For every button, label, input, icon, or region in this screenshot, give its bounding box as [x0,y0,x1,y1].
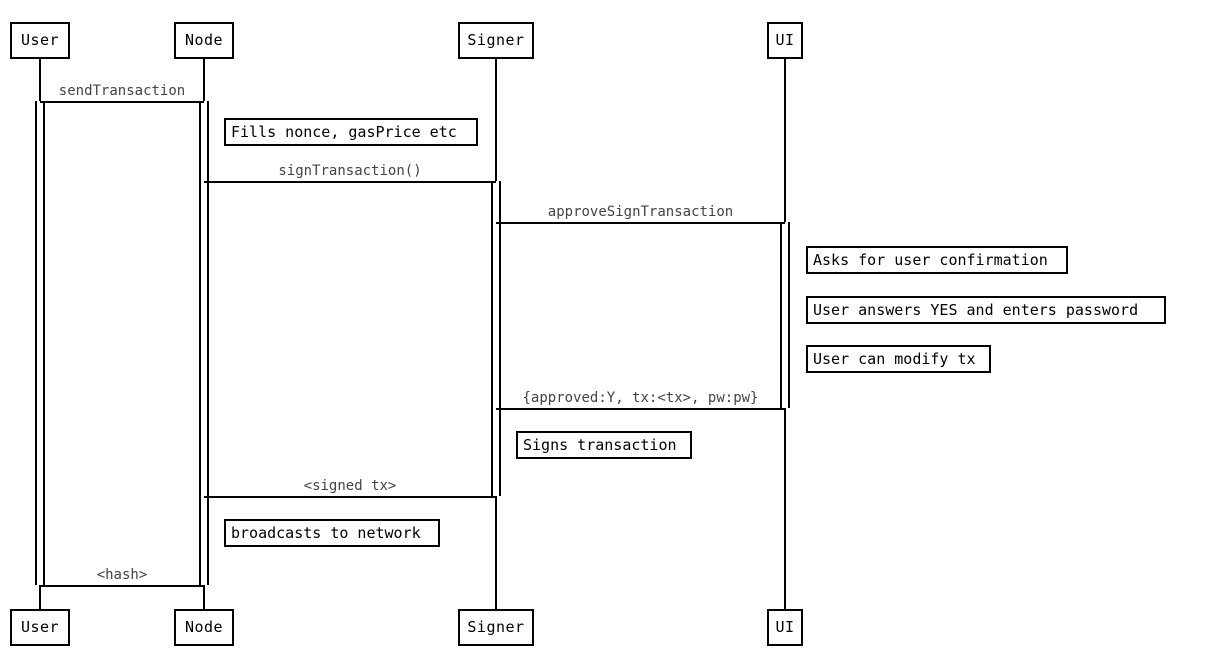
note-broadcasts-to-network: broadcasts to network [224,519,440,547]
activation-bar-node [199,101,209,585]
message-line-approval-result [496,408,785,410]
participant-head-ui[interactable]: UI [767,22,803,59]
message-label-hash: <hash> [96,567,148,583]
note-asks-user-confirmation: Asks for user confirmation [806,246,1068,274]
message-line-hash [40,585,204,587]
note-user-answers-yes: User answers YES and enters password [806,296,1166,324]
participant-head-user[interactable]: User [10,22,70,59]
message-label-signed-tx: <signed tx> [303,478,397,494]
participant-head-signer[interactable]: Signer [458,22,534,59]
participant-foot-signer[interactable]: Signer [458,609,534,646]
message-line-approve-sign-transaction [496,222,785,224]
message-label-send-transaction: sendTransaction [58,83,186,99]
activation-bar-ui [780,222,790,408]
activation-bar-user [35,101,45,585]
message-line-send-transaction [40,101,204,103]
message-line-sign-transaction [204,181,496,183]
participant-foot-user[interactable]: User [10,609,70,646]
message-label-approval-result: {approved:Y, tx:<tx>, pw:pw} [522,390,759,406]
note-fills-nonce-gasprice: Fills nonce, gasPrice etc [224,118,478,146]
participant-head-node[interactable]: Node [174,22,234,59]
note-signs-transaction: Signs transaction [516,431,692,459]
message-label-approve-sign-transaction: approveSignTransaction [547,204,734,220]
participant-foot-ui[interactable]: UI [767,609,803,646]
participant-foot-node[interactable]: Node [174,609,234,646]
note-user-can-modify-tx: User can modify tx [806,345,991,373]
message-line-signed-tx [204,496,496,498]
message-label-sign-transaction: signTransaction() [278,163,422,179]
activation-bar-signer [491,181,501,496]
